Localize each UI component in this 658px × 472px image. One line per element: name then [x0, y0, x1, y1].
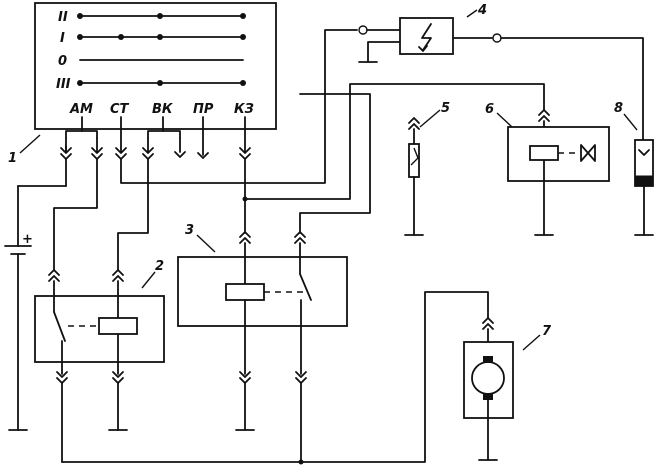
component-5: [404, 117, 424, 236]
callout-4: 4: [477, 3, 487, 18]
switch-row-II: [77, 13, 246, 19]
terminal-label-kz: КЗ: [234, 102, 254, 117]
terminal-label-vk: ВК: [152, 102, 174, 117]
ignition-switch: II I 0 III АМ СТ ВК ПР КЗ: [34, 2, 277, 160]
callout-1: 1: [8, 151, 17, 166]
position-label-I: I: [60, 31, 65, 46]
interrupter-4-body: [399, 17, 454, 55]
callout-3: 3: [185, 223, 194, 238]
callout-8: 8: [614, 101, 623, 116]
relay-2-coil: [98, 317, 138, 335]
interrupter-4: [358, 17, 644, 141]
solenoid-valve-6-coil: [529, 145, 559, 161]
terminal-label-am: АМ: [69, 102, 93, 117]
terminal-label-st: СТ: [110, 102, 130, 117]
terminal-label-pr: ПР: [193, 102, 214, 117]
switch-row-I: [77, 34, 246, 40]
motor-7: [61, 291, 514, 465]
relay-3-coil: [225, 283, 265, 301]
valve-icon: [580, 144, 596, 162]
ignition-switch-body: [34, 2, 277, 130]
callout-2: 2: [155, 259, 164, 274]
solenoid-valve-6: [507, 109, 610, 236]
battery-symbol: +: [4, 185, 33, 431]
relay-3: [177, 93, 371, 463]
position-label-0: 0: [58, 54, 67, 69]
lightning-icon: [421, 23, 432, 51]
position-label-II: II: [58, 10, 68, 25]
motor-icon: [471, 361, 505, 395]
battery-plus-label: +: [22, 232, 33, 247]
switch-row-III: [77, 80, 246, 86]
callout-5: 5: [441, 101, 450, 116]
position-label-III: III: [56, 77, 71, 92]
component-8: [634, 139, 654, 236]
relay-2: [34, 158, 165, 463]
callout-7: 7: [542, 324, 552, 339]
callout-6: 6: [485, 102, 494, 117]
